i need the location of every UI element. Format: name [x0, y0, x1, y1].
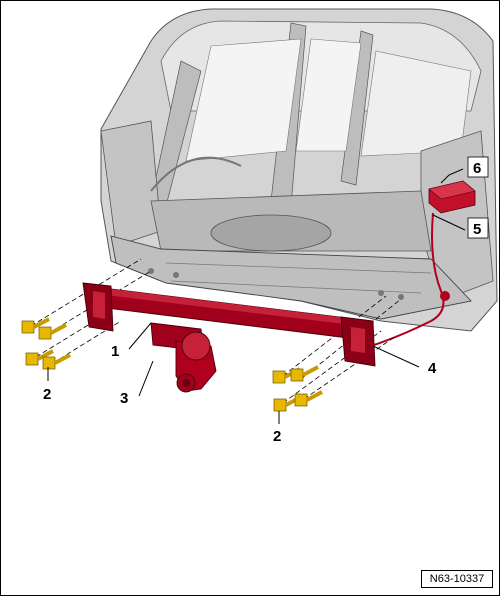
towbar-crossmember	[82, 282, 376, 367]
callout-1: 1	[111, 343, 119, 360]
bolt	[21, 317, 50, 334]
callout-3: 3	[120, 390, 128, 407]
bolt	[294, 390, 323, 407]
bolt	[38, 323, 67, 340]
callout-6-box	[467, 156, 489, 178]
bolts-left	[21, 317, 71, 370]
callout-6: 6	[473, 160, 481, 177]
callout-5-box	[467, 217, 489, 239]
bolts-right	[272, 365, 323, 412]
bolt	[42, 353, 71, 370]
callout-2-left: 2	[43, 386, 51, 403]
bolt	[290, 365, 319, 382]
control-unit	[428, 180, 476, 214]
bolt	[273, 395, 302, 412]
ball-head	[150, 322, 217, 393]
callout-4: 4	[428, 360, 437, 377]
bolt	[25, 349, 54, 366]
callout-5: 5	[473, 221, 481, 238]
wiring-harness	[370, 212, 450, 347]
leader-lines	[47, 168, 466, 424]
figure-reference-code: N63-10337	[421, 570, 493, 588]
callout-2-right: 2	[273, 428, 281, 445]
